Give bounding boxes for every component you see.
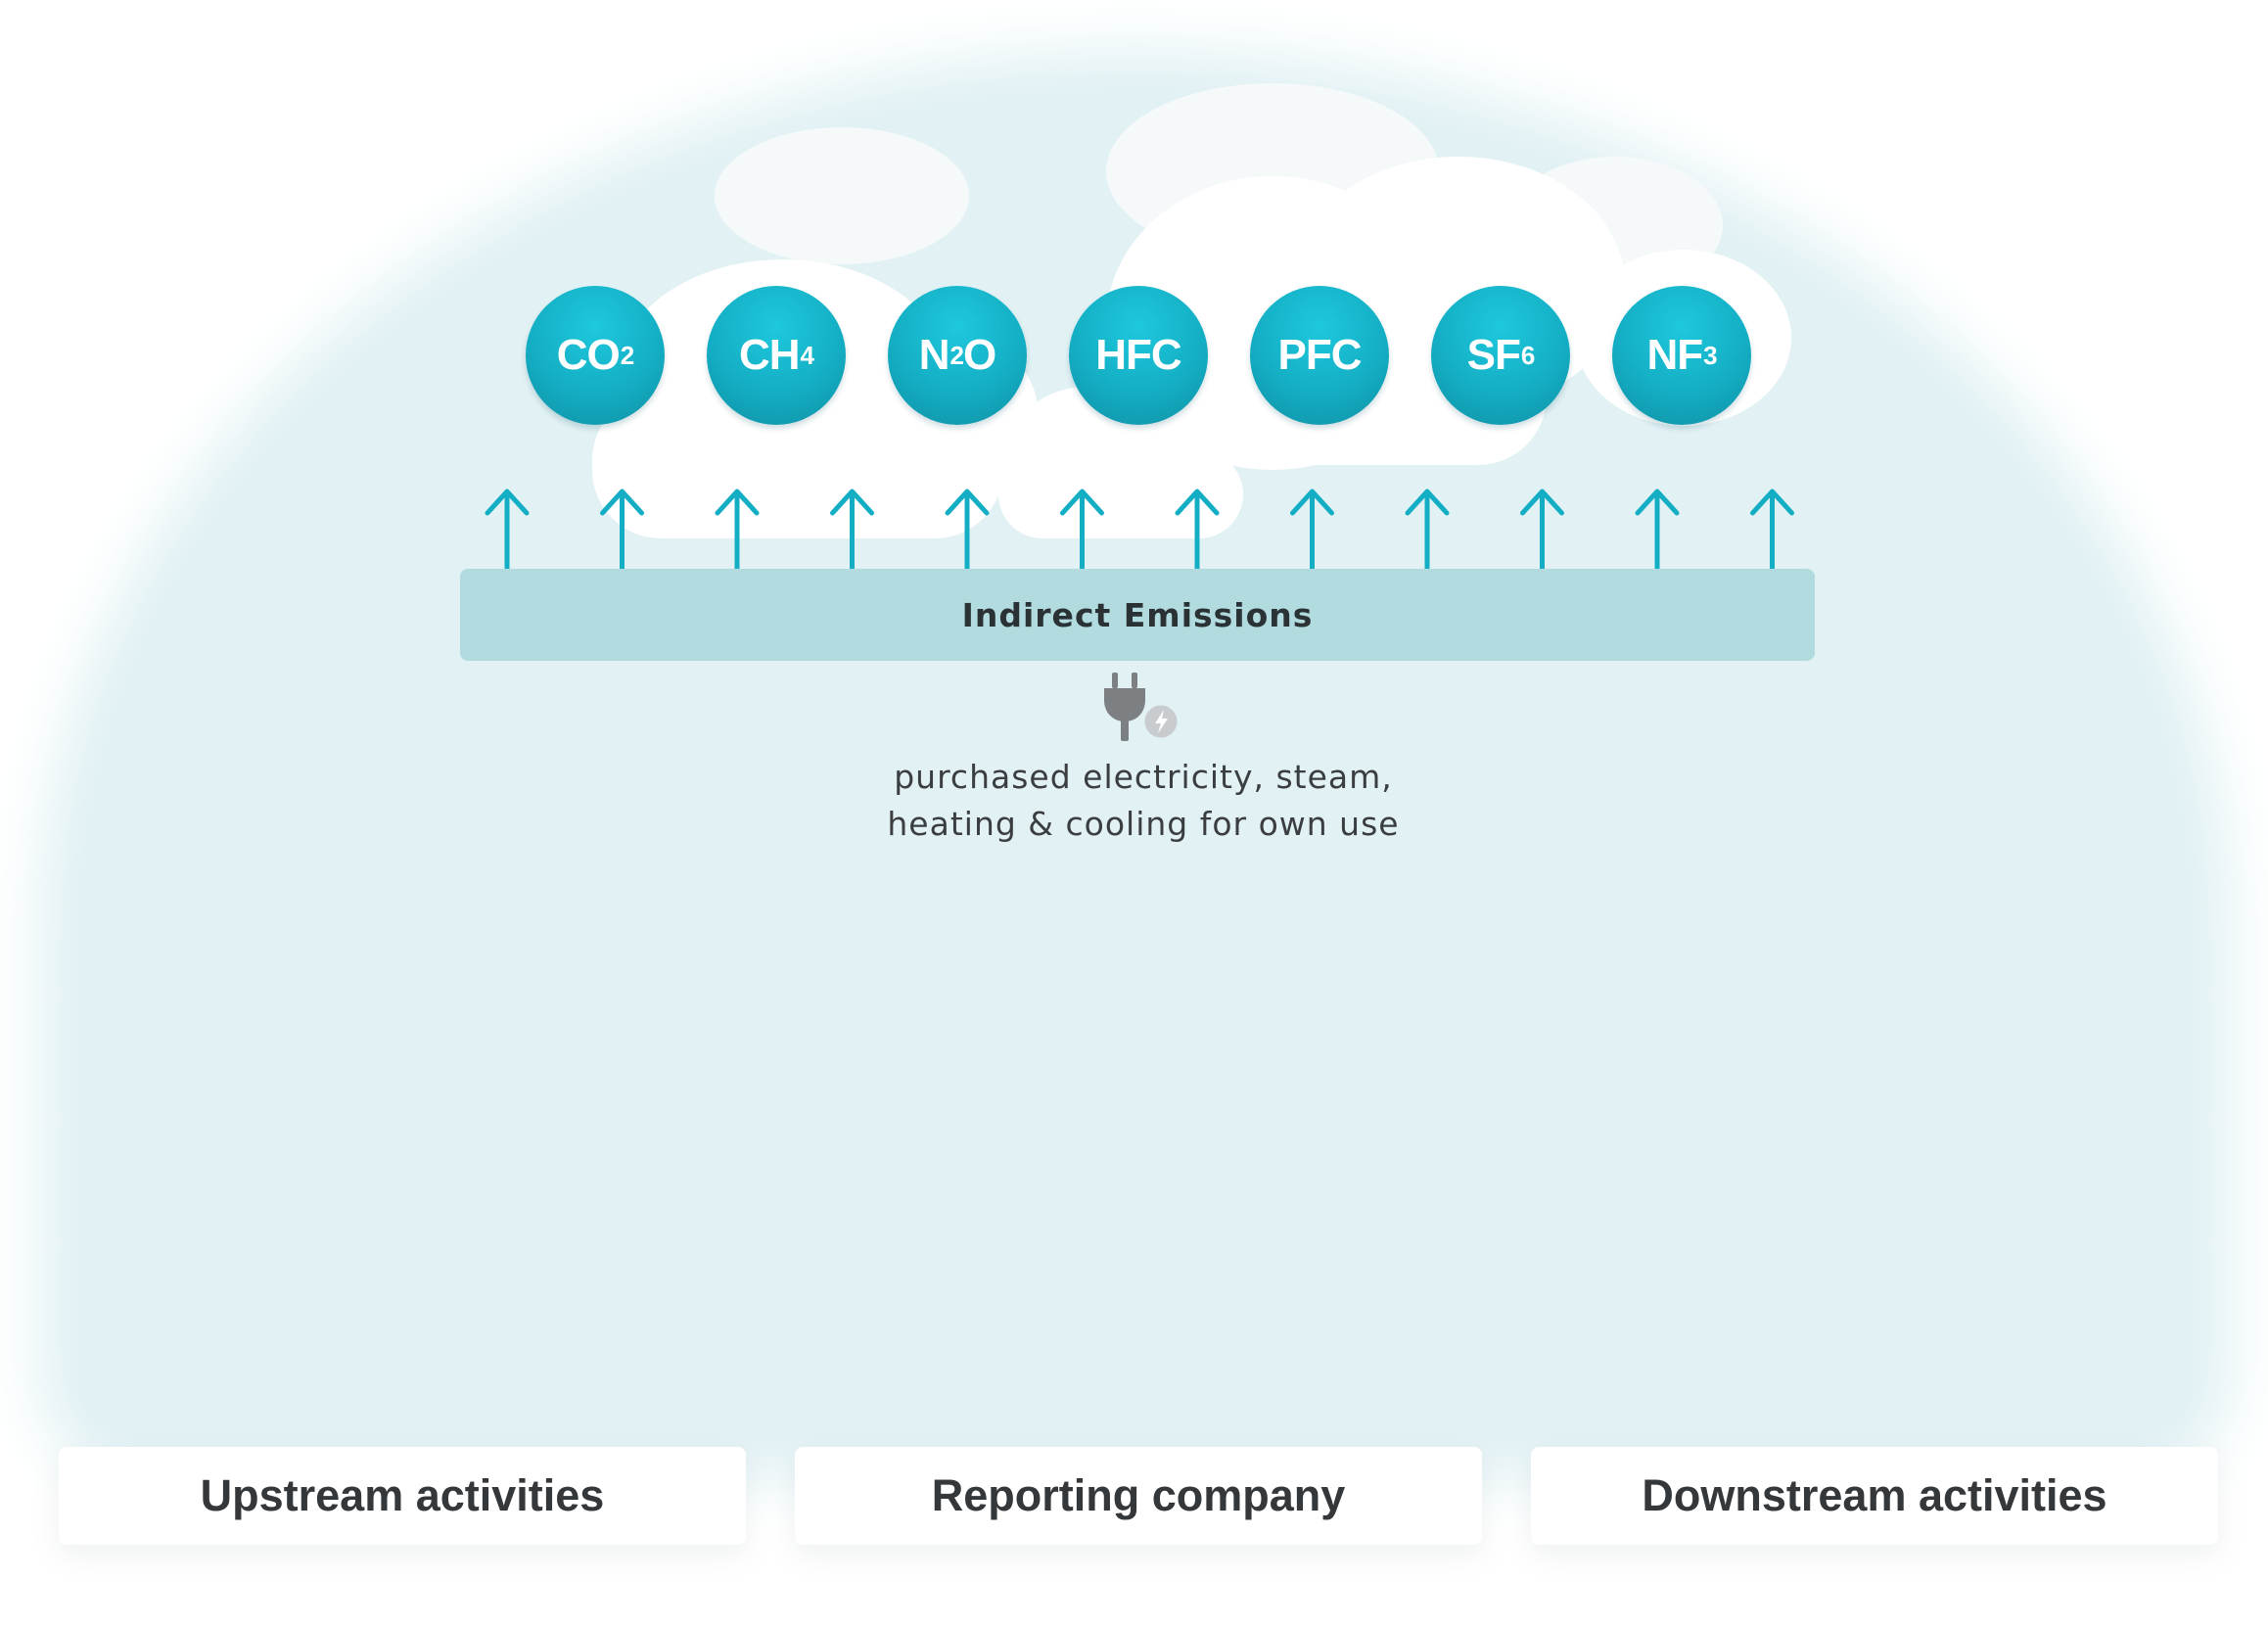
gas-subscript: 2 xyxy=(949,340,965,370)
electric-plug-icon xyxy=(1104,673,1180,741)
gas-bubble-pfc: PFC xyxy=(1250,286,1389,425)
upstream-activities-card: Upstream activities xyxy=(59,1447,746,1545)
card-label: Reporting company xyxy=(931,1470,1346,1520)
emission-arrow xyxy=(830,488,874,580)
gas-symbol: HFC xyxy=(1095,331,1181,379)
band-caption: purchased electricity, steam, heating & … xyxy=(783,754,1504,848)
caption-line: purchased electricity, steam, xyxy=(894,758,1393,796)
gas-subscript: 6 xyxy=(1520,340,1536,370)
emission-arrow xyxy=(1290,488,1334,580)
emission-arrow xyxy=(1750,488,1794,580)
gas-bubble-hfc: HFC xyxy=(1069,286,1208,425)
emission-arrow xyxy=(1635,488,1680,580)
gas-symbol-tail: O xyxy=(963,331,996,379)
gas-subscript: 4 xyxy=(800,340,815,370)
indirect-emissions-band: Indirect Emissions xyxy=(460,569,1815,661)
gas-symbol: PFC xyxy=(1277,331,1363,379)
band-label: Indirect Emissions xyxy=(961,595,1314,634)
caption-line: heating & cooling for own use xyxy=(887,805,1400,843)
emission-arrow xyxy=(945,488,990,580)
emission-arrow xyxy=(600,488,644,580)
gas-subscript: 2 xyxy=(620,340,635,370)
downstream-activities-card: Downstream activities xyxy=(1531,1447,2218,1545)
gas-symbol: CH xyxy=(738,331,801,379)
gas-symbol: CO xyxy=(556,331,621,379)
card-label: Downstream activities xyxy=(1642,1470,2107,1520)
reporting-company-card: Reporting company xyxy=(795,1447,1482,1545)
gas-symbol: NF xyxy=(1646,331,1703,379)
gas-symbol: SF xyxy=(1466,331,1521,379)
emission-arrow xyxy=(1405,488,1450,580)
emission-arrow xyxy=(1060,488,1104,580)
emission-arrow xyxy=(1520,488,1564,580)
emission-arrow xyxy=(1175,488,1220,580)
gas-symbol: N xyxy=(918,331,950,379)
emission-arrow xyxy=(485,488,530,580)
gas-subscript: 3 xyxy=(1703,340,1718,370)
card-label: Upstream activities xyxy=(200,1470,605,1520)
emission-arrow xyxy=(715,488,760,580)
